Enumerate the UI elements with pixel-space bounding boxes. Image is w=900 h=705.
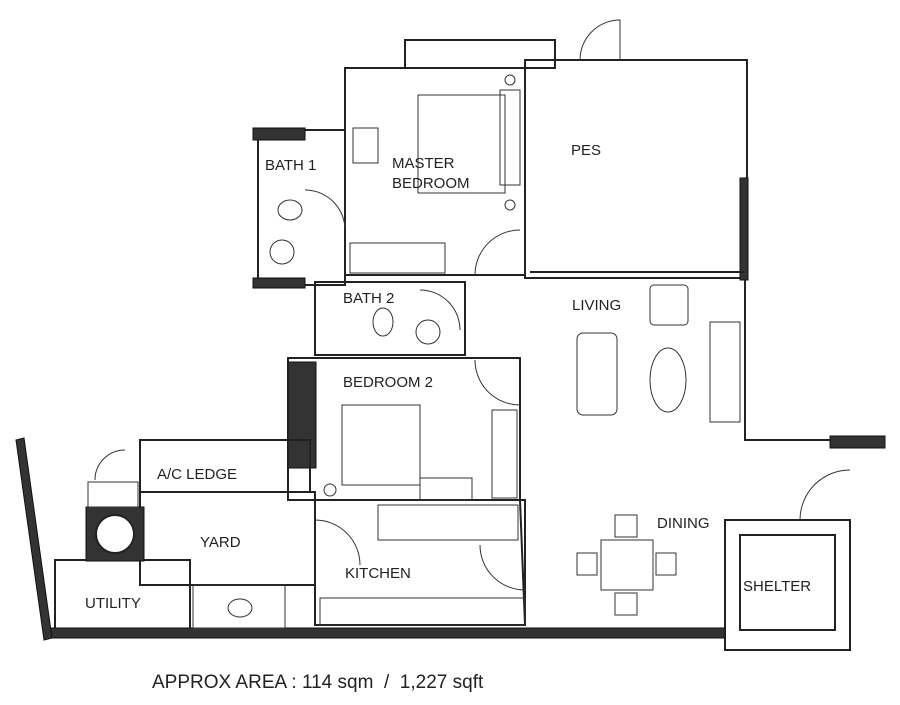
- room-label-master-bedroom-2: BEDROOM: [392, 175, 470, 192]
- wardrobe: [349, 242, 446, 274]
- room-label-dining: DINING: [657, 515, 710, 532]
- room-label-master-bedroom-1: MASTER: [392, 155, 455, 172]
- doors: [94, 19, 851, 591]
- room-label-pes: PES: [571, 142, 601, 159]
- room-label-bath-1: BATH 1: [265, 157, 316, 174]
- room-label-bedroom-2: BEDROOM 2: [343, 374, 433, 391]
- room-label-ac-ledge: A/C LEDGE: [157, 466, 237, 483]
- toilet-bath1: [277, 199, 303, 221]
- bed2: [341, 404, 421, 486]
- master-bed: [417, 94, 506, 194]
- furniture: [85, 74, 741, 629]
- room-label-yard: YARD: [200, 534, 241, 551]
- room-label-bath-2: BATH 2: [343, 290, 394, 307]
- room-label-shelter: SHELTER: [743, 578, 811, 595]
- room-label-living: LIVING: [572, 297, 621, 314]
- sofa: [576, 332, 618, 416]
- room-label-kitchen: KITCHEN: [345, 565, 411, 582]
- kitchen-counter: [377, 504, 519, 541]
- approx-area-text: APPROX AREA : 114 sqm / 1,227 sqft: [152, 672, 484, 693]
- toilet-bath2: [372, 307, 394, 337]
- room-label-utility: UTILITY: [85, 595, 141, 612]
- dining-table: [600, 539, 654, 591]
- coffee-table: [649, 347, 687, 413]
- walls: [15, 39, 886, 651]
